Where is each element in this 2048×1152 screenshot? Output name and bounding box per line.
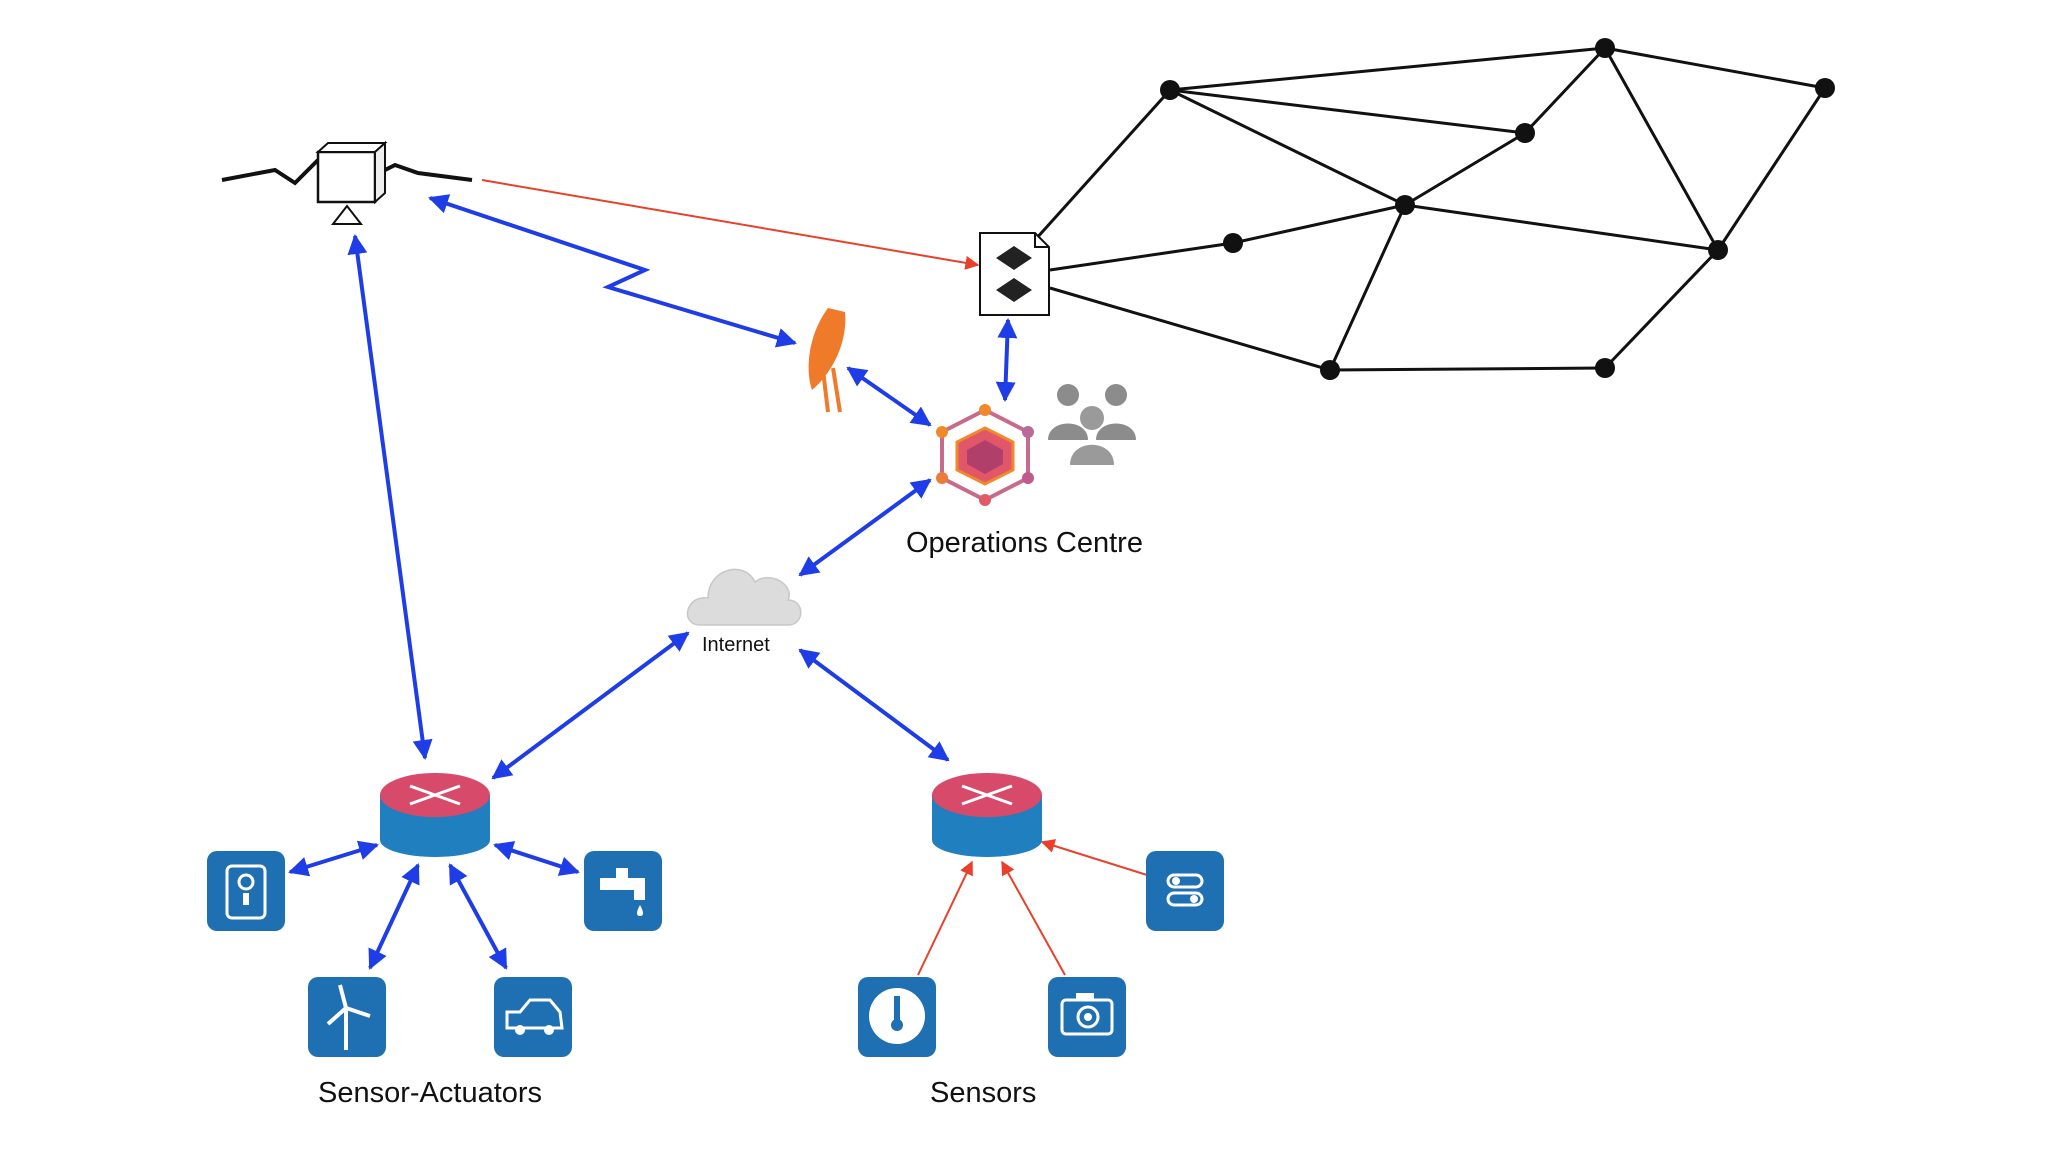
mesh-node — [1515, 123, 1535, 143]
bidirectional-links — [288, 194, 1018, 970]
link-dish-ops — [846, 366, 932, 427]
thermometer-gauge-icon — [858, 977, 936, 1057]
mesh-node — [1595, 38, 1615, 58]
camera-icon — [1048, 977, 1126, 1057]
car-icon — [494, 977, 572, 1057]
link-ops-internet — [798, 478, 932, 577]
mesh-node — [1160, 80, 1180, 100]
mesh-nodes — [1160, 38, 1835, 380]
link-satellite-router — [347, 234, 433, 760]
link-satellite-dish — [428, 194, 797, 348]
link-router-tap — [493, 841, 580, 876]
link-internet-router-right — [798, 648, 950, 762]
mesh-node — [1395, 195, 1415, 215]
operations-centre-label: Operations Centre — [906, 527, 1143, 559]
wind-turbine-icon — [308, 977, 386, 1057]
satellite-icon — [221, 140, 473, 225]
link-router-turbine — [368, 863, 420, 970]
water-tap-icon — [584, 851, 662, 931]
internet-label: Internet — [702, 634, 770, 656]
door-lock-icon — [207, 851, 285, 931]
switch-sensor-icon — [1146, 851, 1224, 931]
sensor-actuators-label: Sensor-Actuators — [318, 1077, 543, 1109]
router-icon — [932, 773, 1042, 857]
link-gateway-ops — [995, 318, 1018, 402]
oneway-links — [481, 179, 1148, 976]
sensors-label: Sensors — [930, 1077, 1037, 1109]
router-icon — [380, 773, 490, 857]
mesh-network — [1033, 46, 1827, 372]
link-internet-router-left — [491, 631, 690, 780]
blockchain-document-icon — [979, 232, 1050, 316]
hexagon-network-icon — [936, 404, 1034, 506]
mesh-node — [1708, 240, 1728, 260]
mesh-node — [1320, 360, 1340, 380]
link-router-car — [448, 863, 508, 970]
satellite-dish-icon — [808, 308, 846, 413]
link-switch-router — [1040, 839, 1148, 876]
mesh-node — [1595, 358, 1615, 378]
cloud-icon — [686, 568, 802, 626]
link-satellite-gateway — [481, 179, 980, 270]
link-thermo-router — [917, 860, 973, 976]
link-router-lock — [288, 840, 379, 877]
mesh-node — [1815, 78, 1835, 98]
user-group-icon — [1048, 384, 1136, 465]
link-camera-router — [1001, 860, 1066, 976]
mesh-node — [1223, 233, 1243, 253]
